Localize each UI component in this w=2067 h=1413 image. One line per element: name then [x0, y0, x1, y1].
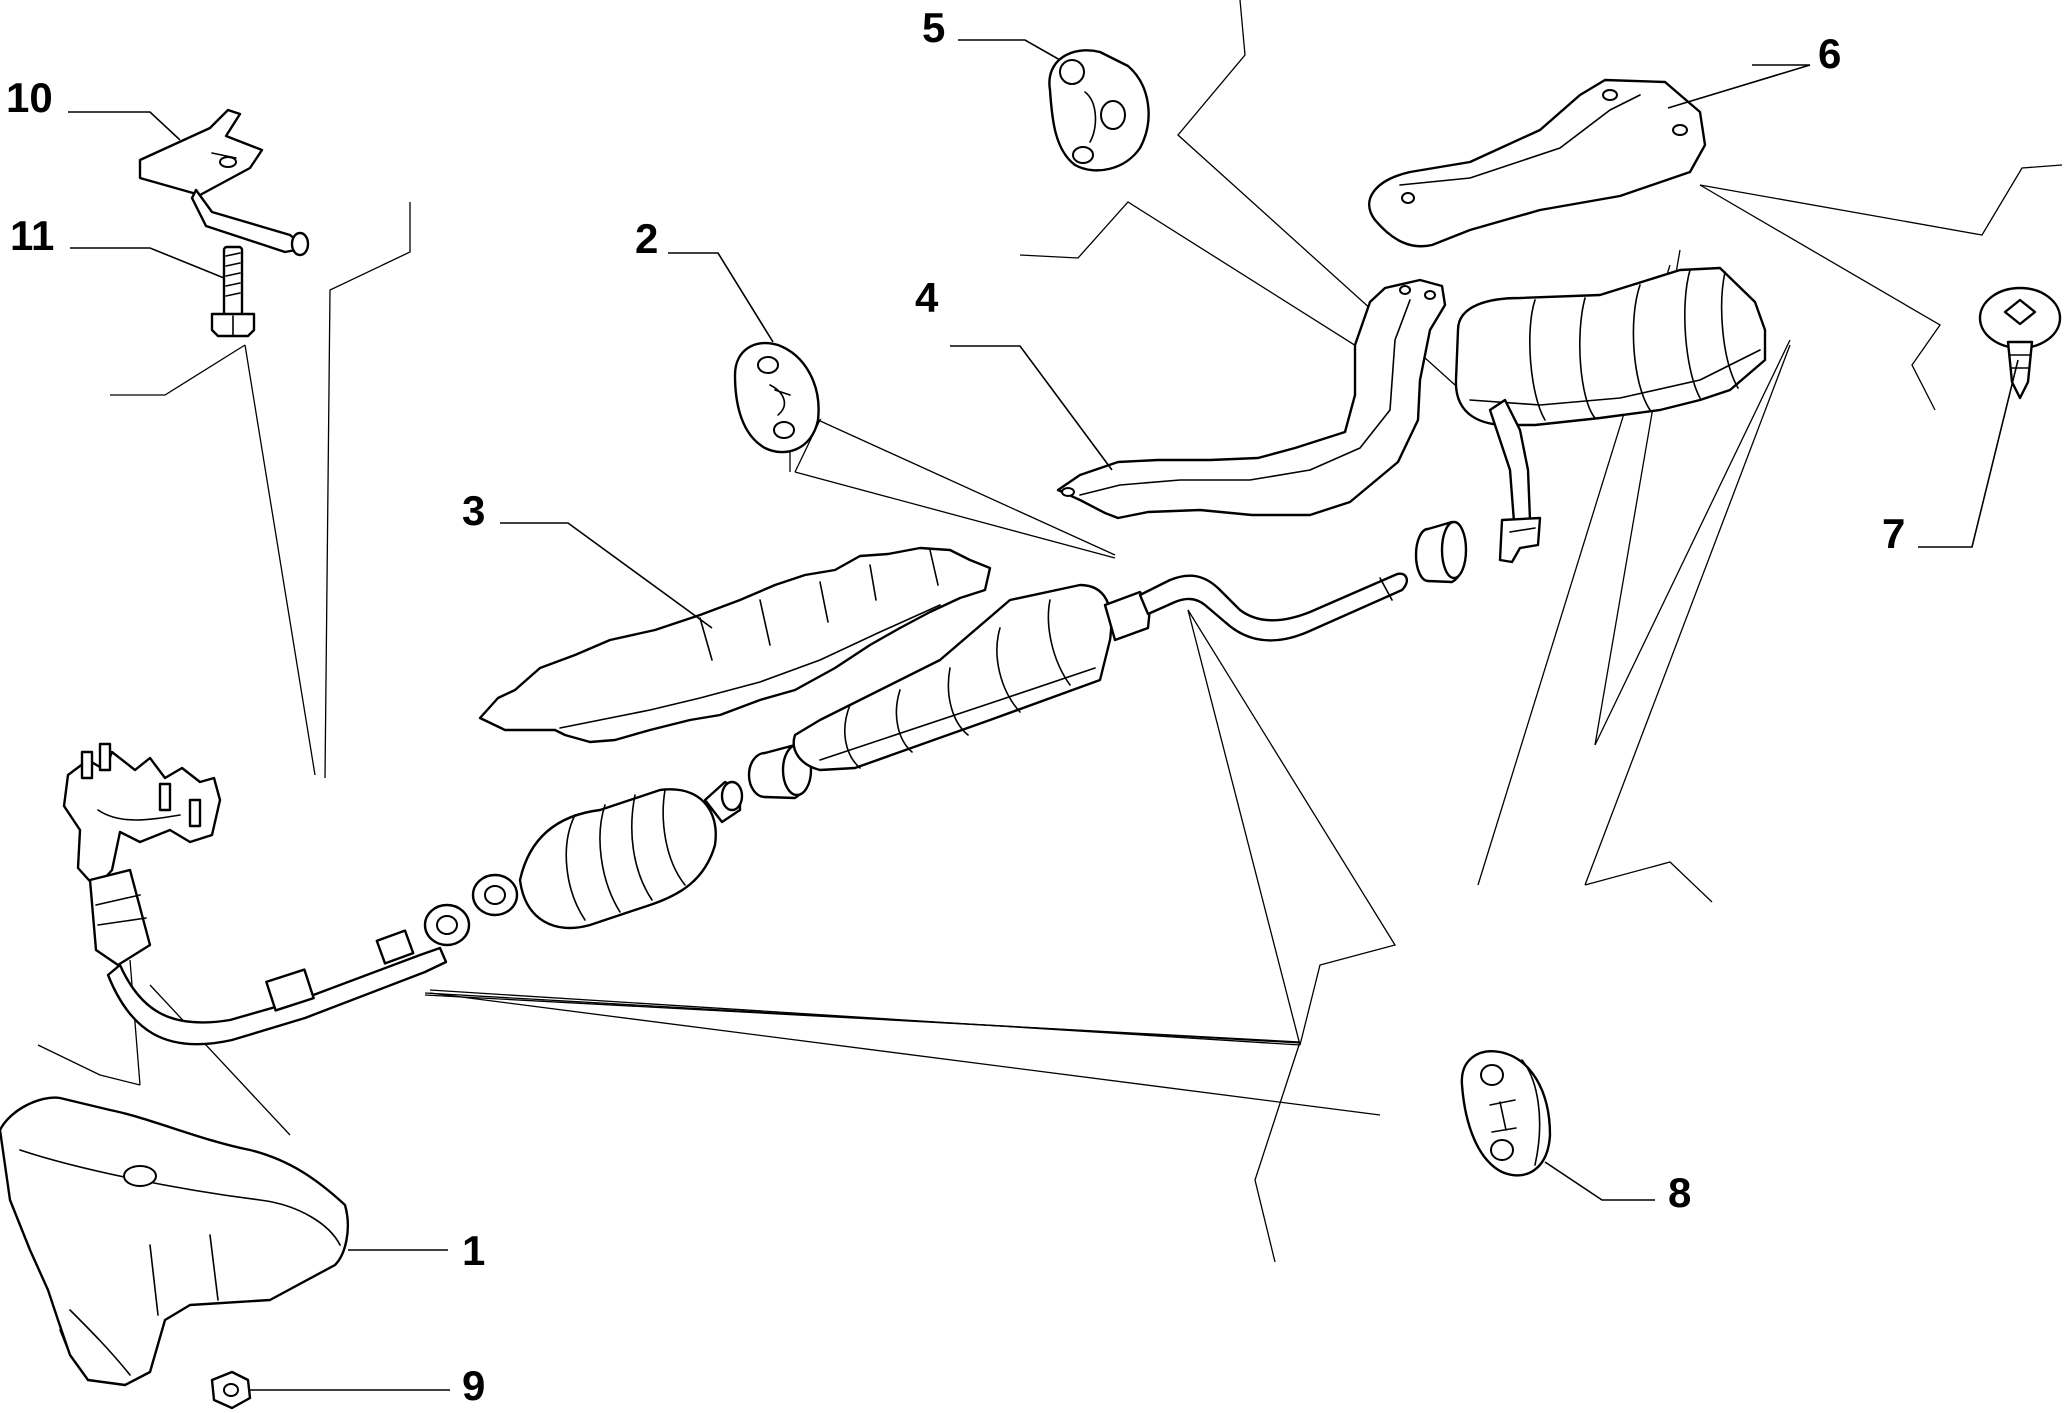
- leader-10: [68, 111, 181, 141]
- part-6-heat-shield: [1368, 78, 1707, 248]
- callout-leaders: [68, 39, 2019, 1391]
- assembly-bracket-lines: [37, 0, 2063, 1263]
- part-9-nut: [210, 1370, 252, 1410]
- part-2-rubber-hanger: [733, 341, 820, 454]
- leader-11: [70, 247, 225, 279]
- callout-6: 6: [1818, 30, 1841, 77]
- leader-7: [1918, 359, 2019, 548]
- leader-5: [958, 39, 1061, 61]
- leader-4: [950, 345, 1113, 471]
- intermediate-pipe: [1138, 572, 1409, 642]
- callout-4: 4: [915, 274, 939, 321]
- leader-2: [668, 252, 774, 343]
- center-silencer: [792, 583, 1152, 772]
- rear-connector-sleeve: [1414, 520, 1468, 584]
- callout-10: 10: [6, 74, 53, 121]
- exhaust-manifold: [62, 742, 222, 967]
- callout-5: 5: [922, 4, 945, 51]
- callout-8: 8: [1668, 1169, 1691, 1216]
- callout-7: 7: [1882, 510, 1905, 557]
- part-3-heat-shield: [478, 546, 992, 744]
- part-5-rubber-hanger: [1048, 49, 1150, 172]
- leader-8: [1544, 1161, 1655, 1201]
- front-pipe: [106, 903, 471, 1046]
- front-catalyst: [471, 780, 744, 930]
- part-7-push-fastener: [1978, 286, 2062, 400]
- callout-1: 1: [462, 1227, 485, 1274]
- callout-3: 3: [462, 487, 485, 534]
- part-8-rubber-hanger: [1460, 1050, 1552, 1177]
- leader-6: [1667, 64, 1811, 109]
- part-1-manifold-heat-shield: [0, 1096, 349, 1387]
- leader-3: [500, 522, 713, 629]
- rear-muffler: [1454, 266, 1767, 564]
- part-4-heat-shield: [1056, 278, 1447, 520]
- part-10-bracket-tube: [138, 108, 310, 257]
- callout-9: 9: [462, 1362, 485, 1409]
- part-11-bolt: [210, 245, 256, 338]
- callout-labels: 1 2 3 4 5 6 7 8 9 10 11: [6, 4, 1905, 1409]
- callout-11: 11: [10, 212, 54, 259]
- callout-2: 2: [635, 215, 658, 262]
